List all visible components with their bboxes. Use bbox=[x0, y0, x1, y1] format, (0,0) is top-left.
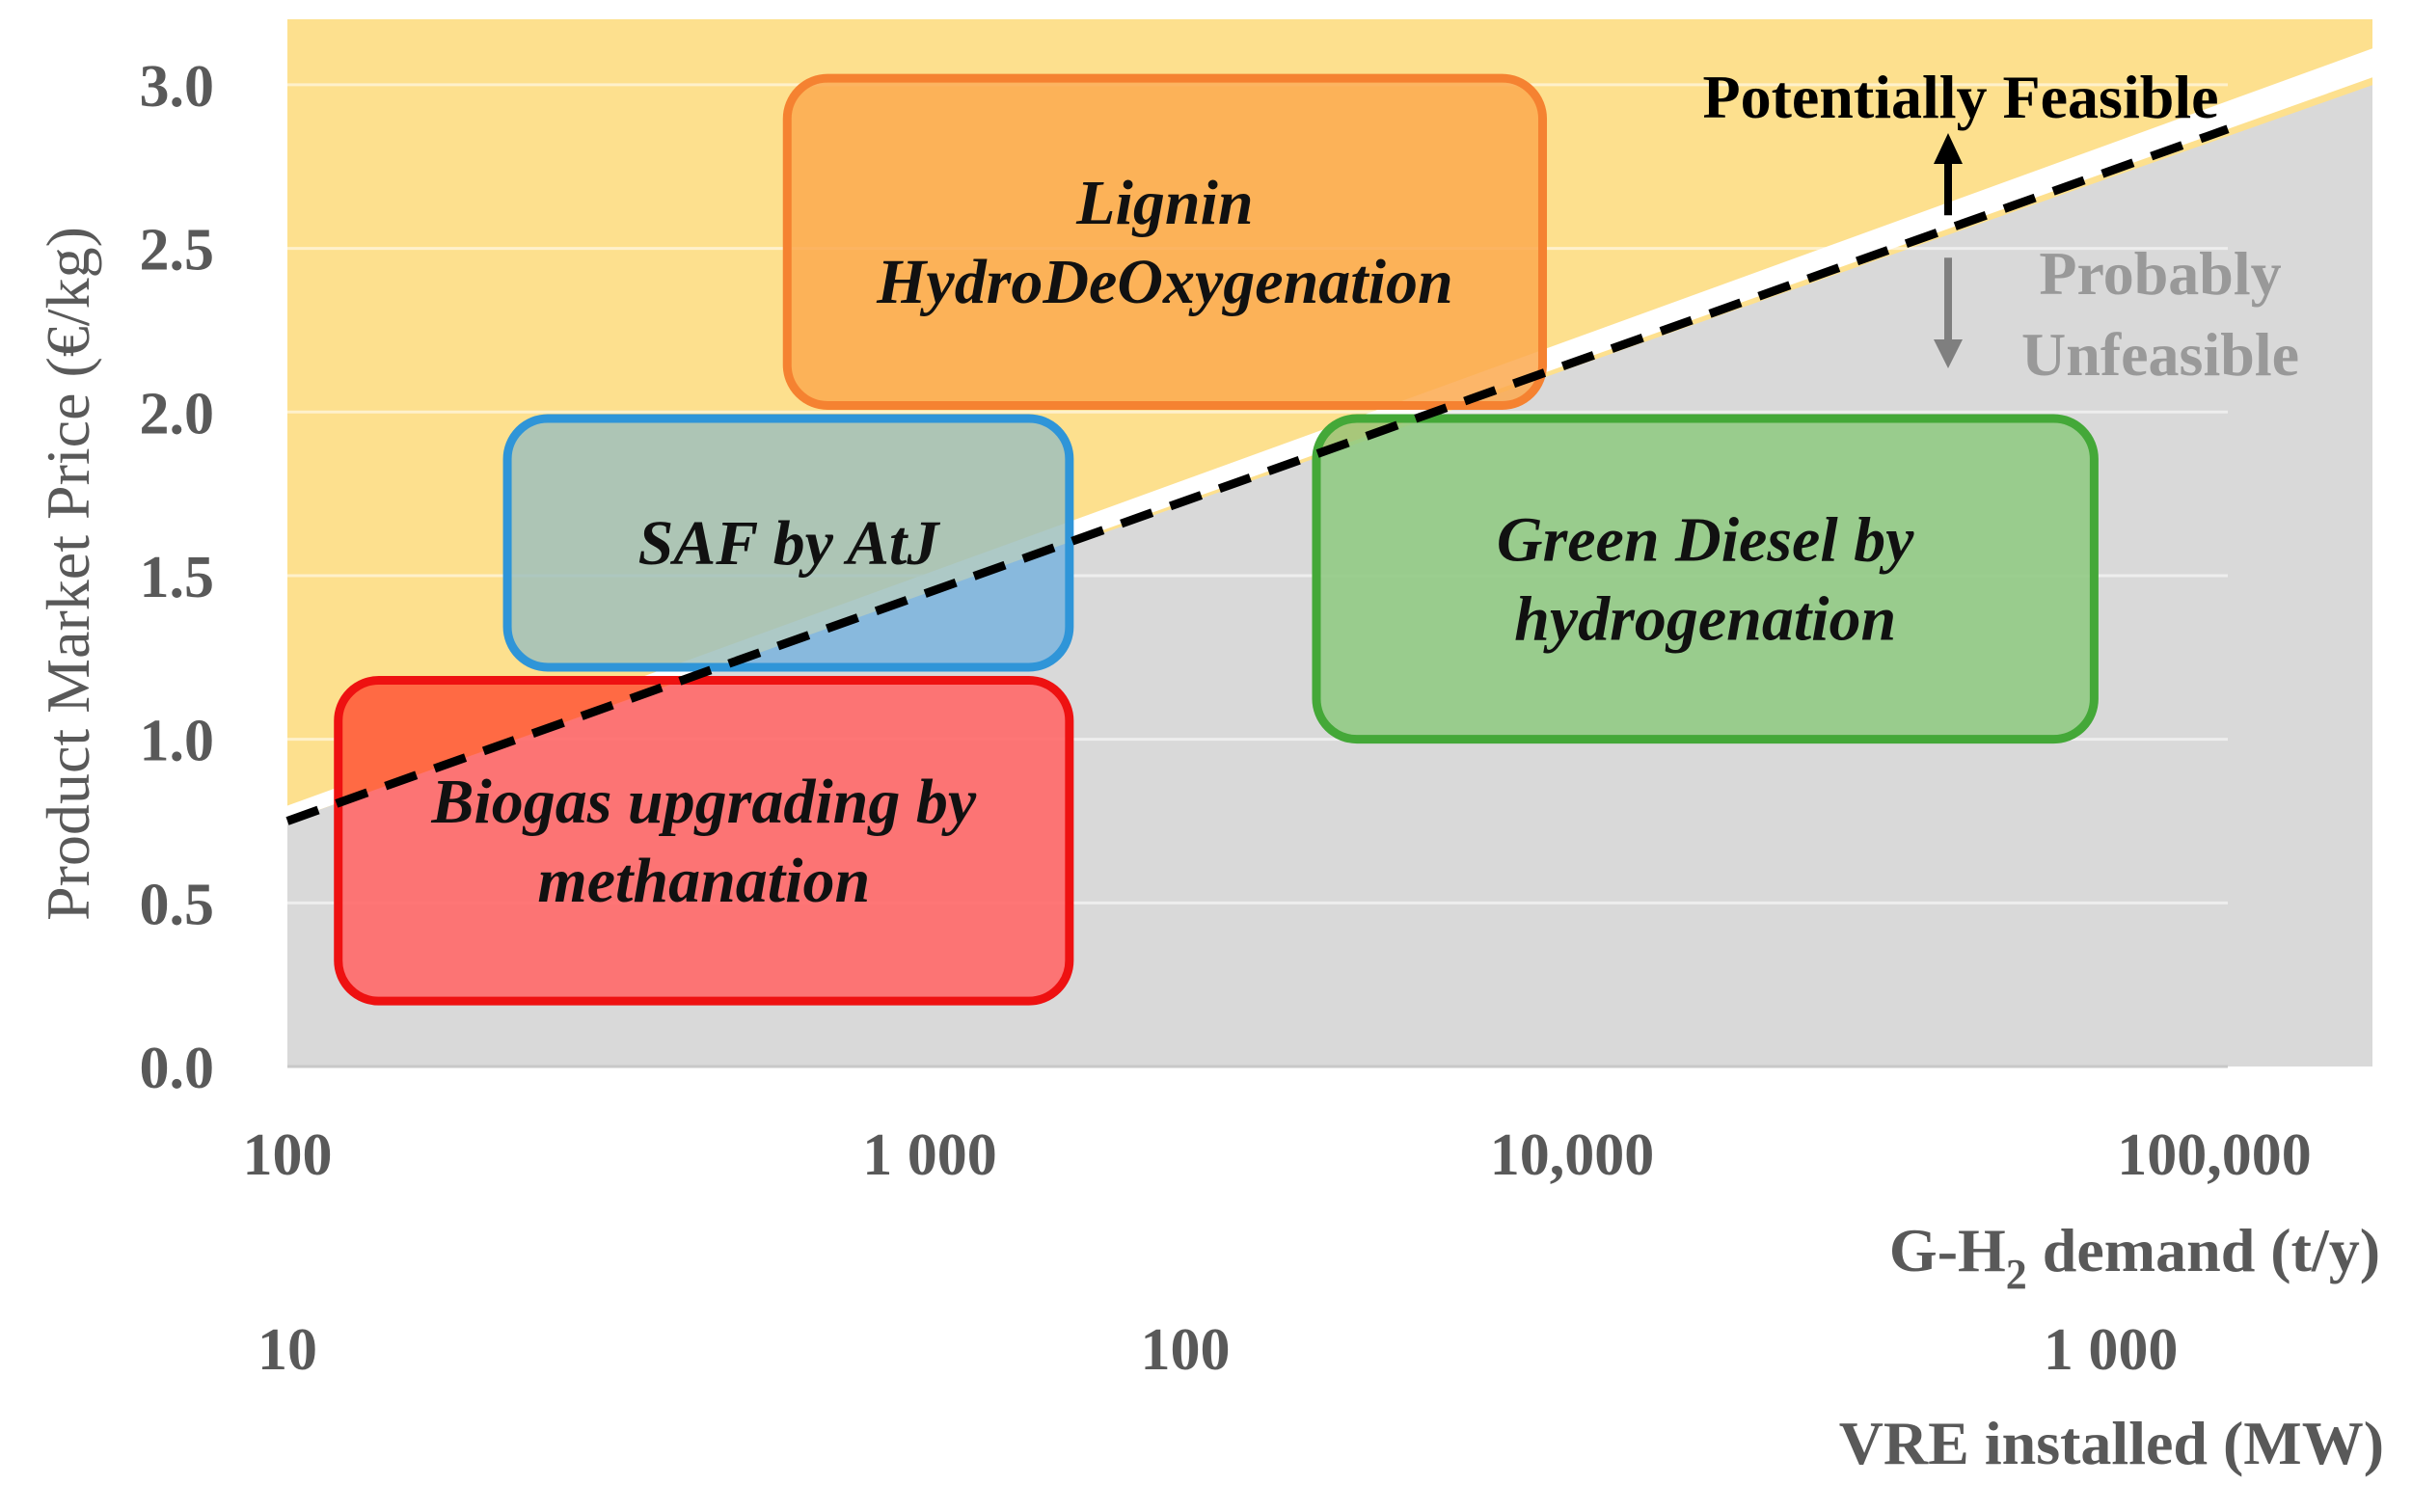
process-label: HydroDeOxygenation bbox=[876, 247, 1453, 317]
x-tick-label: 100 bbox=[243, 1122, 333, 1188]
region-label-unfeasible: Unfeasible bbox=[2021, 320, 2299, 389]
region-label-unfeasible: Probably bbox=[2039, 239, 2281, 308]
x2-tick-label: 10 bbox=[257, 1317, 317, 1383]
threshold-line bbox=[285, 124, 2230, 825]
process-label: Lignin bbox=[1075, 168, 1253, 238]
x2-axis-label: VRE installed (MW) bbox=[1839, 1409, 2384, 1477]
y-tick-label: 1.5 bbox=[140, 545, 215, 610]
y-tick-label: 0.5 bbox=[140, 872, 215, 937]
x-tick-label: 10,000 bbox=[1490, 1122, 1655, 1188]
process-box-fill bbox=[787, 78, 1543, 406]
x-axis-label: G-H2 demand (t/y) bbox=[1889, 1216, 2380, 1298]
process-box-border bbox=[502, 414, 1074, 672]
process-label: methanation bbox=[537, 846, 870, 916]
process-box-border bbox=[334, 676, 1074, 1006]
process-box-fill bbox=[338, 680, 1070, 1002]
y-axis-label: Product Market Price (€/kg) bbox=[34, 227, 102, 921]
process-box bbox=[782, 73, 1548, 410]
arrow-down-icon bbox=[1934, 339, 1963, 368]
x-axis-label-subscript: 2 bbox=[2006, 1251, 2027, 1298]
process-label: Green Diesel by bbox=[1497, 504, 1914, 575]
y-tick-label: 3.0 bbox=[140, 54, 215, 120]
arrow-up-icon bbox=[1934, 133, 1963, 164]
y-tick-label: 2.0 bbox=[140, 381, 215, 446]
process-boxes bbox=[334, 73, 2099, 1006]
y-tick-label: 2.5 bbox=[140, 218, 215, 284]
x-tick-label: 1 000 bbox=[862, 1122, 997, 1188]
process-label: Biogas upgrading by bbox=[430, 767, 976, 837]
process-label: hydrogenation bbox=[1514, 583, 1896, 654]
threshold-line-group bbox=[285, 124, 2230, 825]
region-label-feasible: Potentially Feasible bbox=[1702, 63, 2218, 131]
x-axis-label-rest: demand (t/y) bbox=[2027, 1216, 2380, 1284]
process-box bbox=[334, 676, 1074, 1006]
process-label: SAF by AtJ bbox=[638, 508, 941, 579]
process-box bbox=[1312, 414, 2099, 744]
x-tick-label: 100,000 bbox=[2117, 1122, 2312, 1188]
process-box-fill bbox=[1315, 418, 2095, 740]
y-tick-label: 1.0 bbox=[140, 709, 215, 774]
process-box-border bbox=[1312, 414, 2099, 744]
x2-tick-label: 1 000 bbox=[2044, 1317, 2179, 1383]
x2-tick-label: 100 bbox=[1141, 1317, 1231, 1383]
process-box-border bbox=[782, 73, 1548, 410]
y-tick-label: 0.0 bbox=[140, 1036, 215, 1101]
process-box bbox=[502, 414, 1074, 672]
x-axis-label-main: G-H bbox=[1889, 1216, 2006, 1284]
